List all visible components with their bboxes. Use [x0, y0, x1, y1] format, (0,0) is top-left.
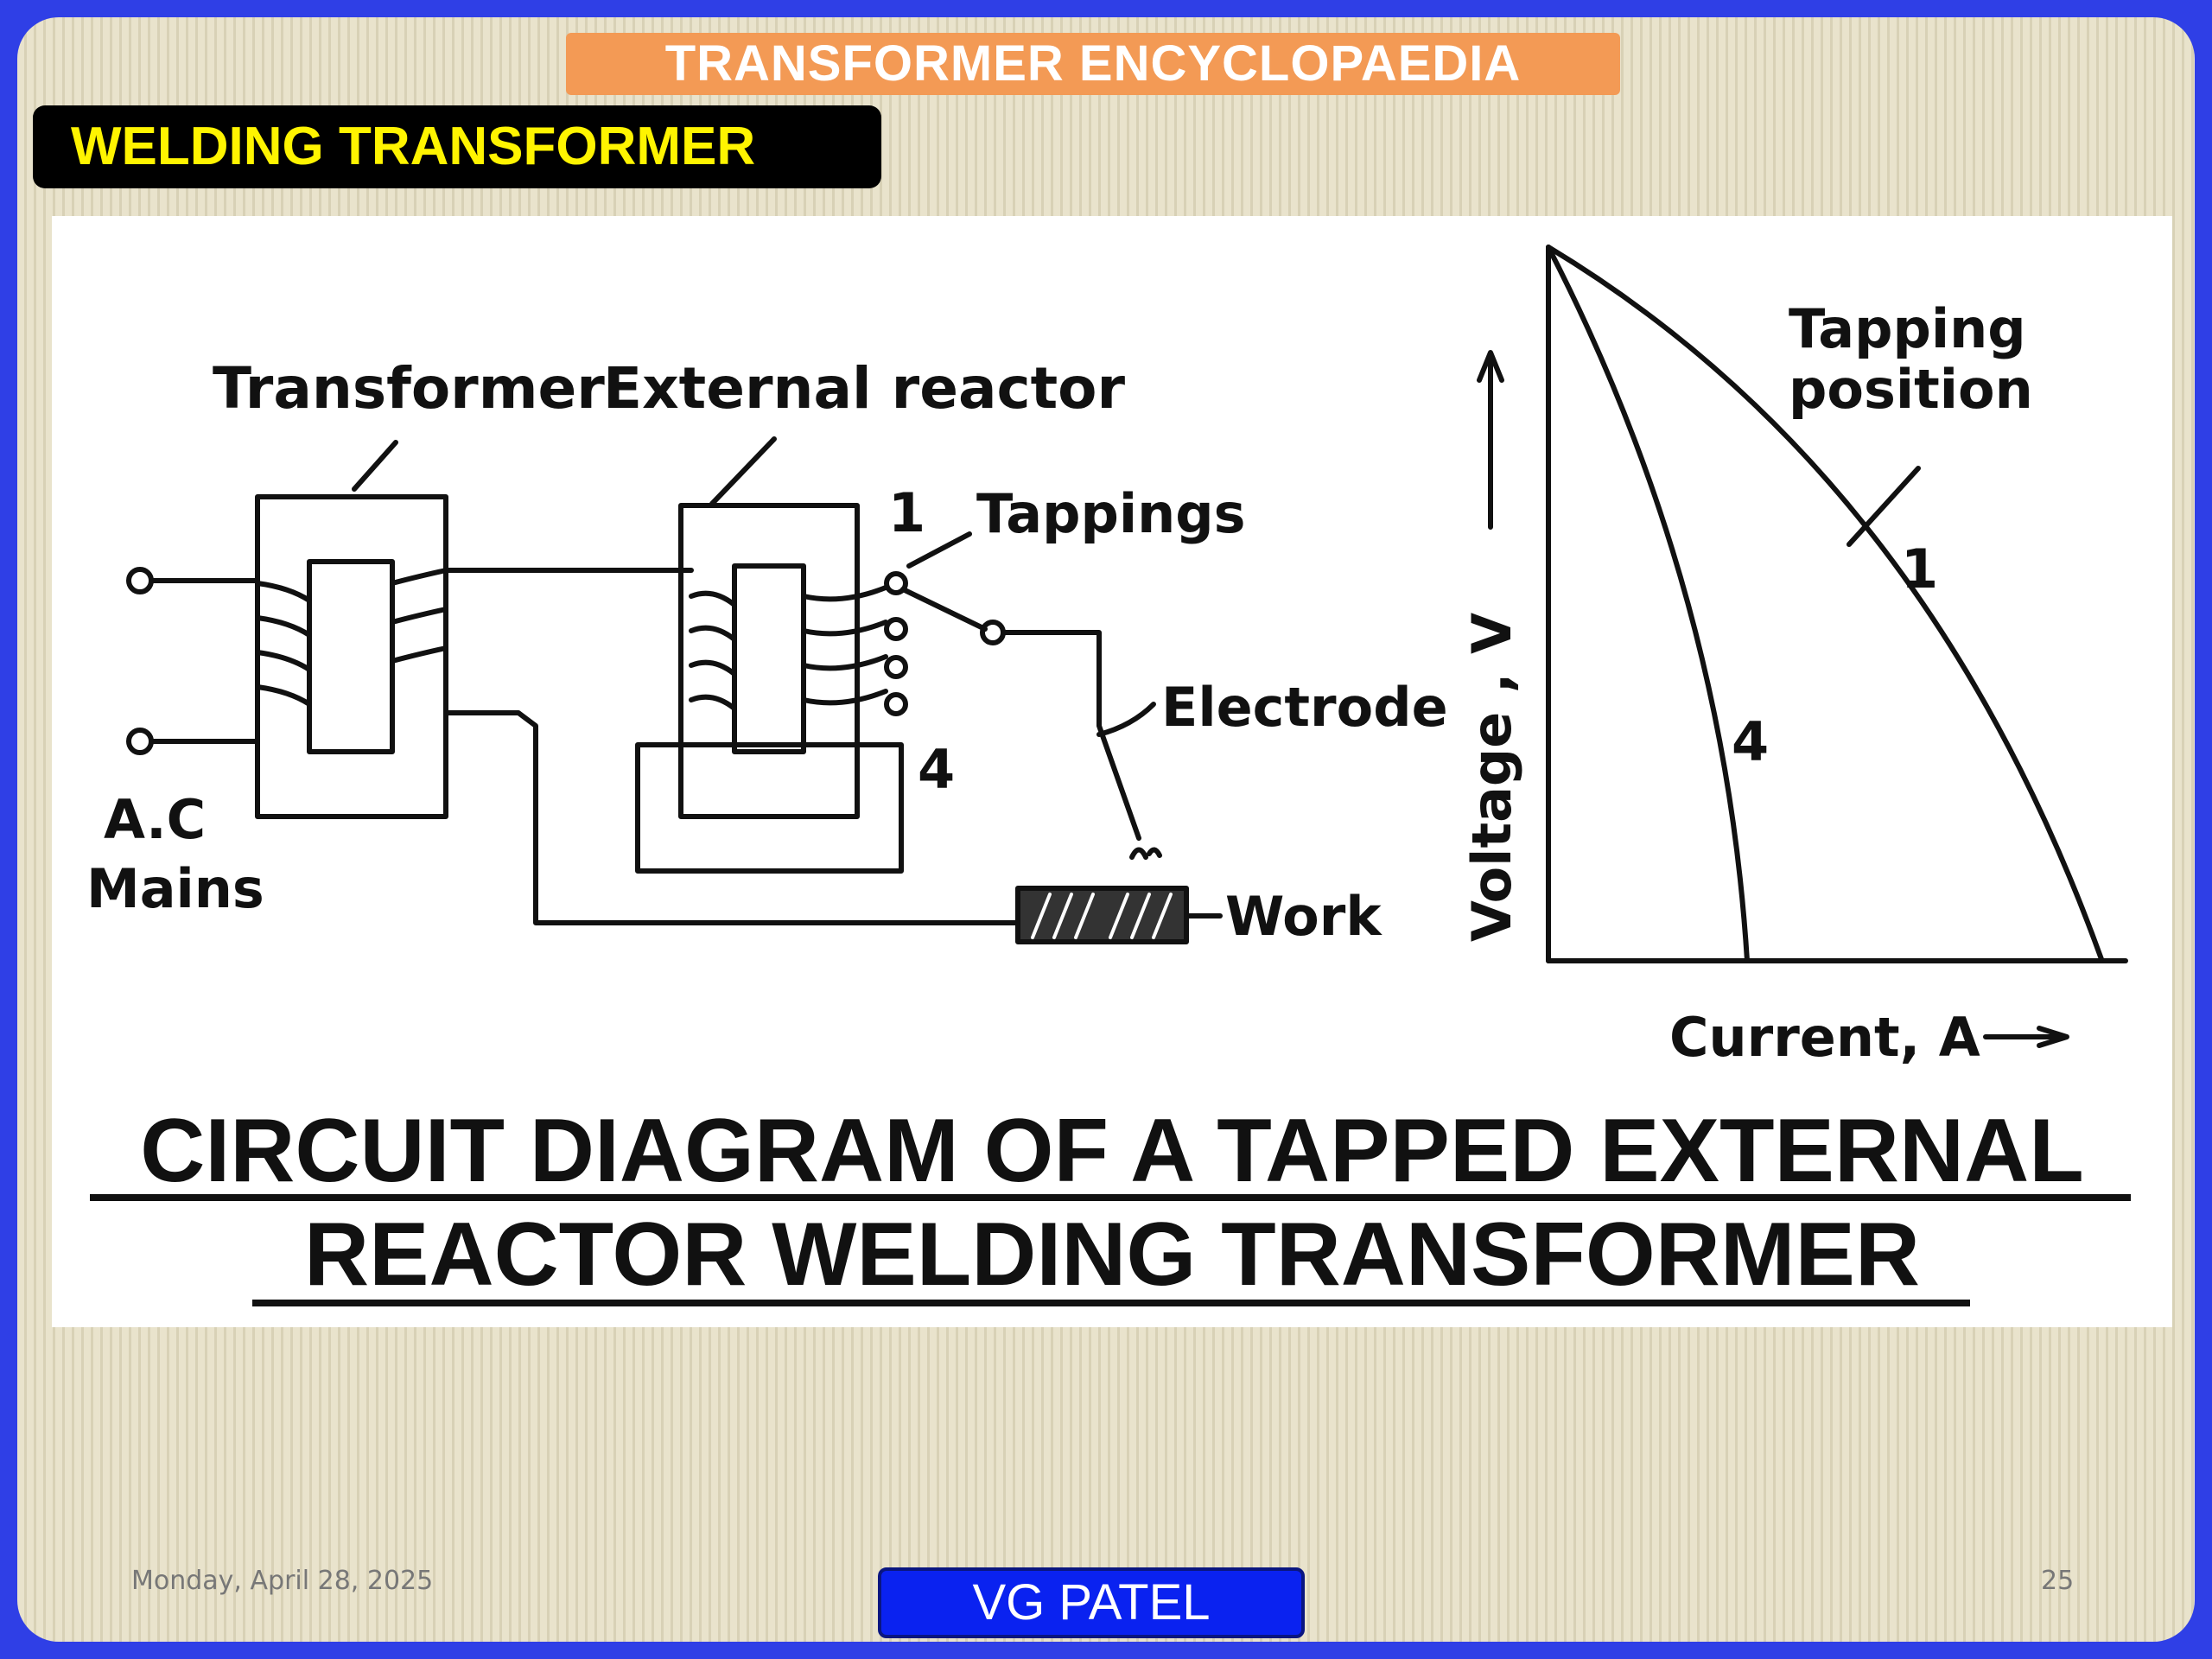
label-tappings: Tappings: [976, 482, 1246, 545]
selector-switch: [900, 587, 988, 632]
switch-pivot: [980, 620, 1006, 645]
transformer-window: [307, 559, 395, 754]
reactor-window: [732, 563, 806, 754]
label-electrode: Electrode: [1161, 676, 1448, 739]
encyclopaedia-title: TRANSFORMER ENCYCLOPAEDIA: [566, 33, 1620, 95]
curve-tap-1: [1546, 245, 2104, 962]
arc-sparks: [1129, 847, 1162, 860]
diagram-panel: Transformer External reactor 1 Tappings …: [52, 216, 2172, 1327]
y-axis-arrow: [1477, 350, 1504, 530]
x-axis-arrow: [1983, 1026, 2069, 1048]
transformer-core: [255, 494, 448, 819]
wire-to-work: [443, 710, 1020, 925]
y-axis-label: Voltage , V: [1460, 613, 1523, 942]
caption-line-1: CIRCUIT DIAGRAM OF A TAPPED EXTERNAL: [140, 1101, 2084, 1201]
reactor-winding-left: [689, 590, 737, 711]
primary-winding: [255, 581, 312, 707]
tap-terminal-3: [884, 655, 908, 679]
reactor-leader: [709, 436, 777, 506]
author-badge: VG PATEL: [878, 1567, 1305, 1638]
label-work: Work: [1225, 885, 1382, 948]
tapping-position-leader: [1847, 466, 1921, 547]
circuit-diagram: Transformer External reactor 1 Tappings …: [86, 245, 2128, 1069]
mains-terminal-top: [126, 567, 154, 594]
tappings-leader: [906, 531, 972, 569]
mains-terminal-bottom: [126, 728, 154, 755]
reactor-base: [635, 742, 904, 874]
label-curve-1: 1: [1901, 537, 1938, 601]
transformer-leader: [352, 440, 398, 492]
secondary-winding: [390, 568, 448, 664]
label-ac: A.C: [104, 788, 206, 851]
caption-underline-1: [90, 1194, 2131, 1201]
section-title: WELDING TRANSFORMER: [33, 105, 881, 188]
electrode-wire: [1001, 630, 1141, 841]
label-tapping-position-1: Tapping: [1789, 297, 2026, 360]
caption-underline-2: [252, 1300, 1970, 1306]
tap-terminal-1: [884, 571, 908, 595]
label-mains: Mains: [86, 857, 264, 920]
curve-tap-4: [1546, 245, 1750, 963]
reactor-core: [678, 503, 860, 819]
label-tap-first: 1: [888, 481, 925, 544]
tap-terminal-4: [884, 692, 908, 716]
x-axis-label: Current, A: [1669, 1006, 1980, 1069]
label-external-reactor: External reactor: [603, 355, 1126, 422]
electrode-leader: [1096, 702, 1156, 737]
label-tapping-position-2: position: [1789, 358, 2033, 421]
label-transformer: Transformer: [213, 355, 605, 422]
footer-date: Monday, April 28, 2025: [131, 1566, 434, 1596]
reactor-winding-right: [801, 585, 888, 706]
label-tap-last: 4: [918, 738, 955, 801]
page-number: 25: [2041, 1566, 2075, 1596]
label-curve-4: 4: [1732, 710, 1769, 773]
tap-terminal-2: [884, 617, 908, 641]
caption-line-2: REACTOR WELDING TRANSFORMER: [303, 1205, 1921, 1305]
work-hatching: [1031, 893, 1173, 939]
